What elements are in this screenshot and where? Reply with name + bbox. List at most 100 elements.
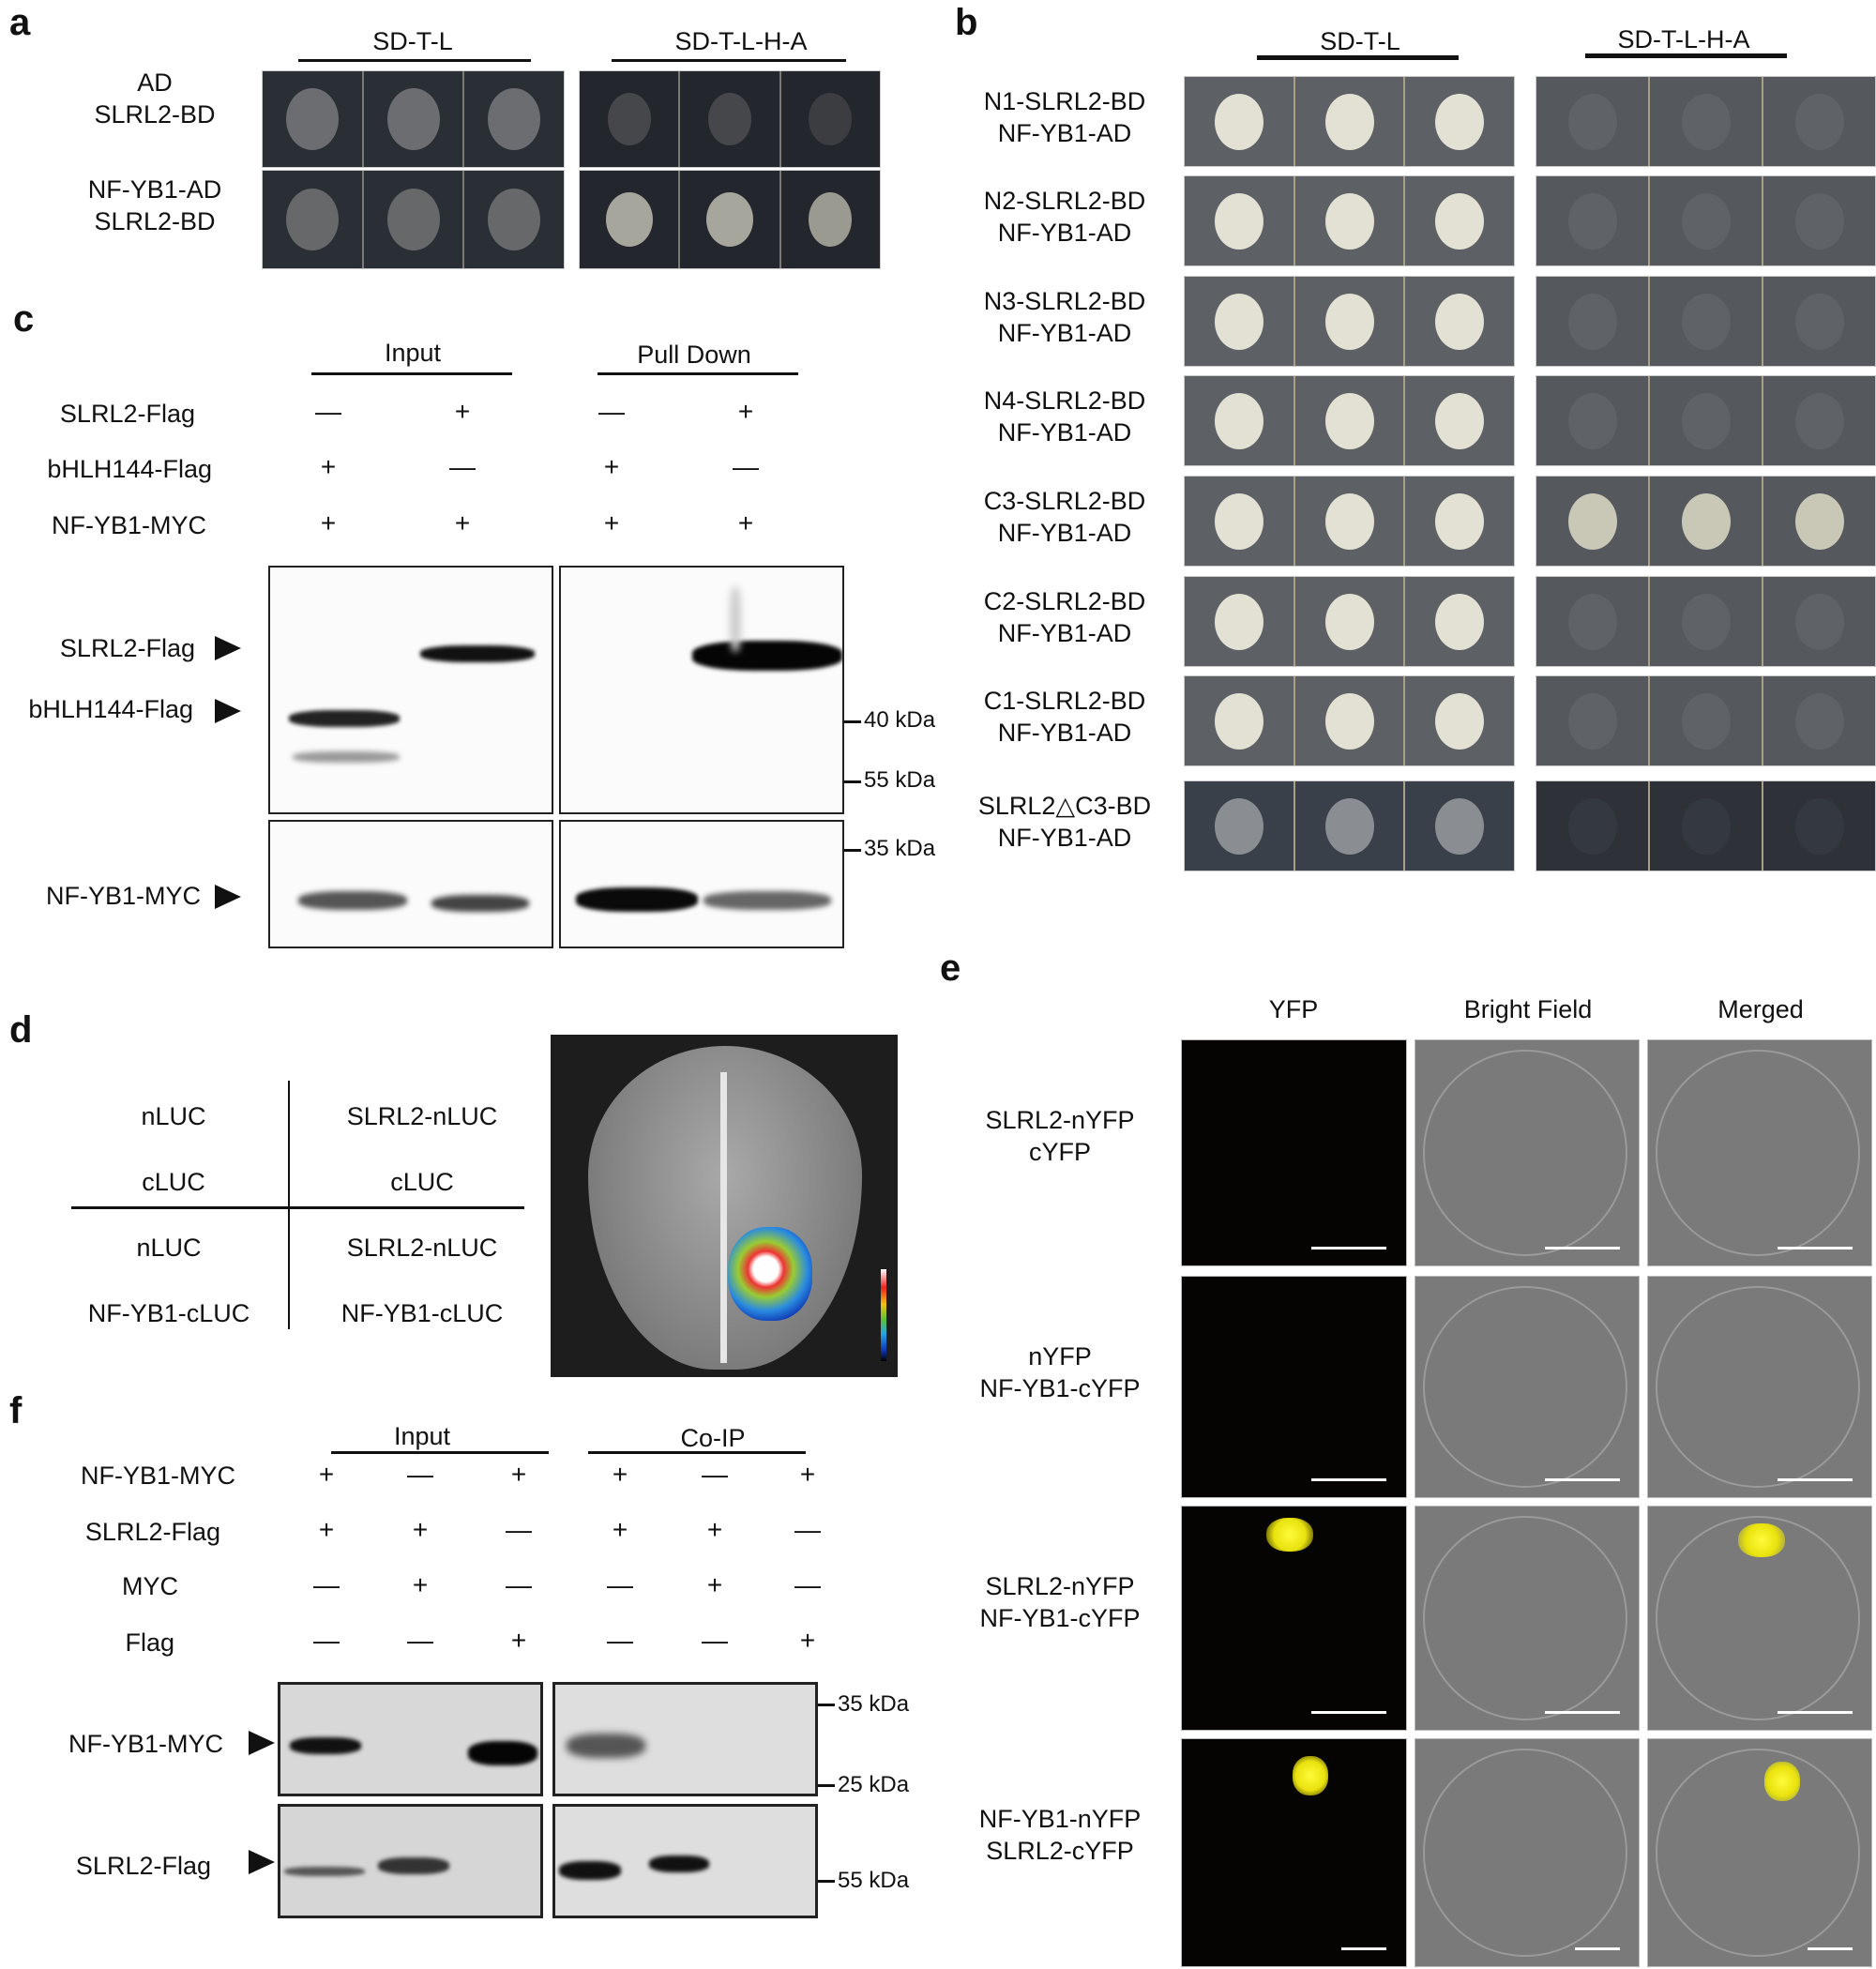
lane-indicator: + xyxy=(454,508,471,538)
lane-indicator: + xyxy=(737,397,754,426)
protoplast-cell xyxy=(1656,1516,1860,1720)
plate-well xyxy=(1763,477,1875,566)
lane-indicator: + xyxy=(318,1460,335,1489)
yeast-colony xyxy=(1324,692,1374,750)
plate-well xyxy=(1650,676,1763,765)
quadrant-text: SLRL2-nLUC NF-YB1-cLUC xyxy=(340,1234,504,1327)
luminescence-signal xyxy=(728,1227,812,1321)
protoplast-cell xyxy=(1423,1749,1627,1957)
micrograph-merged xyxy=(1647,1738,1872,1967)
panel-e-label: e xyxy=(940,947,961,989)
panel-a-media-sdtlha: SD-T-L-H-A xyxy=(674,27,808,55)
lane-indicator: — xyxy=(449,452,476,481)
panel-c-label: c xyxy=(13,298,35,340)
yeast-colony xyxy=(1794,797,1844,855)
yeast-plate xyxy=(1184,675,1515,766)
plate-well xyxy=(1536,676,1650,765)
scale-bar xyxy=(1778,1711,1853,1714)
yeast-plate xyxy=(1536,476,1876,567)
scale-bar xyxy=(1545,1711,1620,1714)
panel-b-label: b xyxy=(955,2,978,43)
scale-bar xyxy=(1311,1478,1386,1481)
micrograph-bright-field xyxy=(1415,1506,1640,1731)
panel-c-condition: bHLH144-Flag xyxy=(47,455,212,483)
yeast-colony xyxy=(1681,192,1731,250)
panel-a-row-label: AD SLRL2-BD xyxy=(94,68,216,129)
plate-well xyxy=(1405,376,1514,465)
yeast-plate xyxy=(579,170,881,269)
yeast-colony xyxy=(1435,797,1485,855)
marker-tick xyxy=(844,780,861,783)
yeast-colony xyxy=(1794,492,1844,550)
yeast-colony xyxy=(1567,797,1617,855)
micrograph-yfp xyxy=(1181,1738,1407,1967)
scale-bar xyxy=(1311,1247,1386,1250)
marker-label: 55 kDa xyxy=(864,767,936,793)
scale-bar xyxy=(1341,1947,1386,1950)
protoplast-cell xyxy=(1656,1749,1860,1957)
arrow-icon xyxy=(215,636,241,660)
plate-well xyxy=(1763,277,1875,366)
panel-f-divider xyxy=(588,1451,806,1454)
lane-indicator: + xyxy=(706,1570,723,1599)
plate-well xyxy=(1536,577,1650,666)
plate-well xyxy=(1763,781,1875,871)
micrograph-bright-field xyxy=(1415,1276,1640,1498)
lane-indicator: — xyxy=(313,1570,340,1599)
yeast-colony xyxy=(1681,93,1731,150)
panel-b-divider xyxy=(1585,53,1787,58)
yeast-colony xyxy=(1435,692,1485,750)
yeast-colony xyxy=(1794,392,1844,449)
panel-c-condition: NF-YB1-MYC xyxy=(51,511,206,539)
marker-label: 55 kDa xyxy=(838,1868,910,1893)
coip-blot-coip-myc xyxy=(552,1682,818,1796)
scale-bar xyxy=(1311,1711,1386,1714)
yeast-colony xyxy=(1567,192,1617,250)
marker-label: 25 kDa xyxy=(838,1772,910,1797)
protoplast-cell xyxy=(1656,1286,1860,1488)
plate-well xyxy=(1405,781,1514,871)
lane-indicator: + xyxy=(412,1570,429,1599)
scale-bar xyxy=(1778,1247,1853,1250)
plate-well xyxy=(1763,77,1875,166)
plate-well xyxy=(1295,477,1406,566)
arrow-icon xyxy=(215,699,241,723)
yfp-signal xyxy=(1764,1762,1800,1801)
coip-blot-input-myc xyxy=(278,1682,543,1796)
yeast-plate xyxy=(262,170,565,269)
yeast-colony xyxy=(1324,492,1374,550)
plate-well xyxy=(1405,676,1514,765)
lane-indicator: — xyxy=(794,1570,821,1599)
panel-c-group-pulldown: Pull Down xyxy=(637,341,751,369)
quadrant-text: SLRL2-nLUC cLUC xyxy=(346,1102,498,1196)
yeast-plate xyxy=(1184,276,1515,367)
coip-blot-input-flag xyxy=(278,1804,543,1918)
yeast-colony xyxy=(1324,797,1374,855)
yeast-colony xyxy=(1681,692,1731,750)
lane-indicator: — xyxy=(407,1460,433,1489)
yeast-colony xyxy=(1681,593,1731,650)
panel-f-group-input: Input xyxy=(393,1422,451,1450)
plate-well xyxy=(1536,176,1650,265)
plate-well xyxy=(1650,77,1763,166)
plate-well xyxy=(1185,676,1295,765)
yeast-colony xyxy=(1567,93,1617,150)
yeast-colony xyxy=(1567,692,1617,750)
plate-well xyxy=(1295,781,1406,871)
panel-c-divider xyxy=(311,372,512,375)
plate-well xyxy=(1185,577,1295,666)
yeast-plate xyxy=(1536,375,1876,466)
lane-indicator: + xyxy=(510,1460,527,1489)
yeast-plate xyxy=(1536,76,1876,167)
plate-well xyxy=(1295,577,1406,666)
lane-indicator: + xyxy=(320,452,337,481)
scale-bar xyxy=(1575,1947,1620,1950)
panel-a-media-sdtl: SD-T-L xyxy=(372,27,453,55)
yeast-colony xyxy=(1324,392,1374,449)
lane-indicator: + xyxy=(799,1460,816,1489)
western-blot-pulldown-flag xyxy=(559,566,844,814)
band-label: NF-YB1-MYC xyxy=(45,882,201,910)
